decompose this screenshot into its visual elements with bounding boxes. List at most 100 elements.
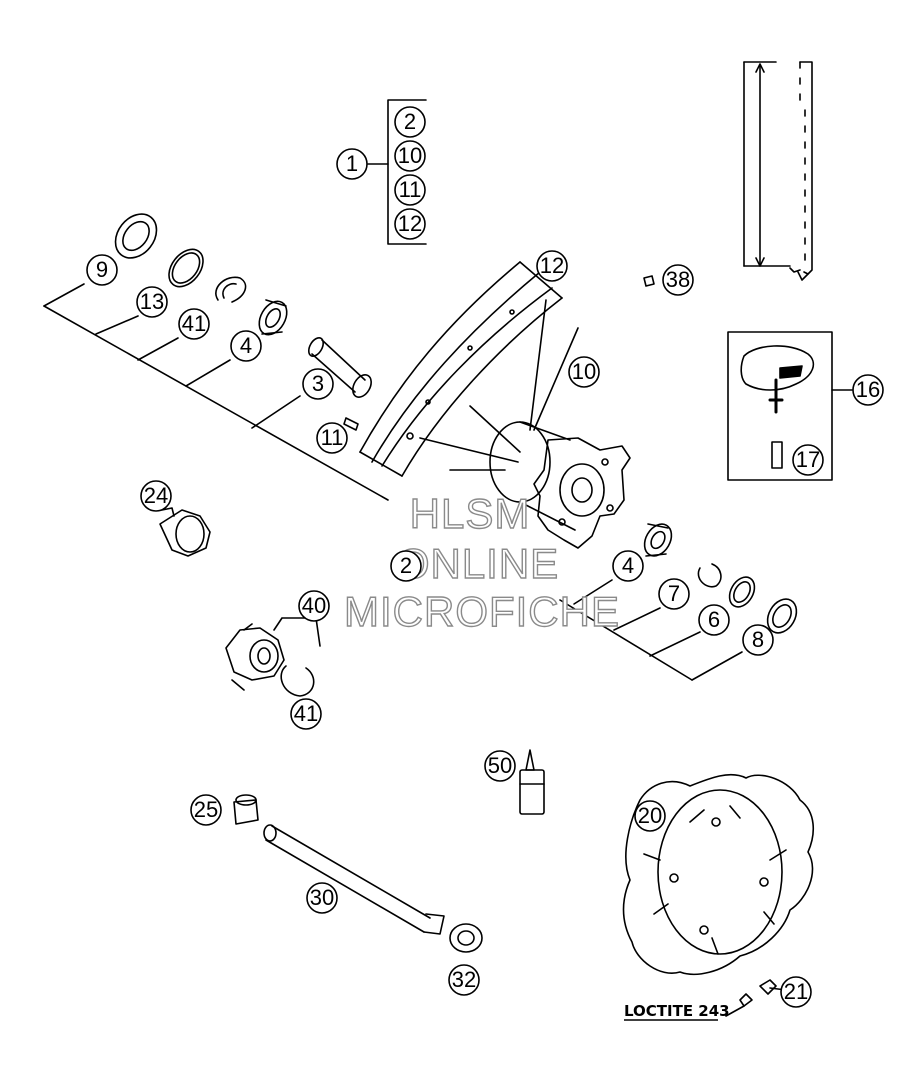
callout-circle <box>634 800 666 832</box>
callout-number: 38 <box>666 267 690 292</box>
part-callout-p41a: 41 <box>178 308 210 340</box>
callout-circle <box>306 882 338 914</box>
note-leader <box>725 1005 745 1017</box>
callout-circle <box>658 578 690 610</box>
part-callout-p38: 38 <box>662 264 694 296</box>
callout-number: 11 <box>399 177 422 202</box>
callout-number: 40 <box>302 593 326 618</box>
part-callout-p11b: 11 <box>316 422 348 454</box>
callout-circle <box>394 174 426 206</box>
part-callout-p24: 24 <box>140 480 172 512</box>
circlip-7 <box>697 563 722 588</box>
spokes-10 <box>419 299 579 471</box>
callout-number: 24 <box>144 483 168 508</box>
part-callout-p25: 25 <box>190 794 222 826</box>
watermark-line-1: HLSM <box>410 490 531 537</box>
part-callout-p9: 9 <box>86 254 118 286</box>
loctite-note: LOCTITE 243 <box>624 1002 730 1020</box>
callout-number: 11 <box>321 425 344 450</box>
part-callout-p2a: 2 <box>394 106 426 138</box>
callout-circle <box>698 604 730 636</box>
callout-number: 13 <box>140 289 164 314</box>
watermark-line-3: MICROFICHE <box>344 588 620 635</box>
callout-circle <box>390 550 422 582</box>
callout-number: 1 <box>346 151 358 176</box>
seal-9 <box>114 213 158 259</box>
callout-number: 12 <box>540 253 564 278</box>
watermark: HLSM ONLINE MICROFICHE <box>343 489 620 635</box>
callout-number: 32 <box>452 967 476 992</box>
part-callout-p32: 32 <box>448 964 480 996</box>
callout-circle <box>780 976 812 1008</box>
callout-number: 12 <box>398 211 422 236</box>
circlip-41-lower <box>280 665 315 697</box>
callout-circle <box>190 794 222 826</box>
callout-circle <box>484 750 516 782</box>
callout-circle <box>852 374 884 406</box>
speedo-drive-40 <box>225 617 321 691</box>
nut-25 <box>233 794 259 825</box>
callout-circle <box>536 250 568 282</box>
kit-bracket <box>367 99 427 245</box>
part-callout-p12a: 12 <box>394 208 426 240</box>
callout-number: 41 <box>294 701 318 726</box>
bearing-4-lower <box>643 523 673 557</box>
callout-number: 21 <box>784 979 808 1004</box>
part-callout-p12b: 12 <box>536 250 568 282</box>
callout-number: 41 <box>182 311 206 336</box>
part-callout-p30: 30 <box>306 882 338 914</box>
callout-circle <box>86 254 118 286</box>
part-callout-p50: 50 <box>484 750 516 782</box>
axle-30 <box>263 824 445 935</box>
callout-number: 16 <box>856 377 880 402</box>
part-callout-p20: 20 <box>634 800 666 832</box>
callout-number: 3 <box>312 371 324 396</box>
part-callout-p10a: 10 <box>394 140 426 172</box>
bolt-21 <box>739 979 787 1007</box>
callout-circle <box>302 368 334 400</box>
part-callout-p7: 7 <box>658 578 690 610</box>
part-callout-p16: 16 <box>852 374 884 406</box>
part-callout-p11a: 11 <box>394 174 426 206</box>
part-callout-p4b: 4 <box>612 550 644 582</box>
callout-circle <box>394 208 426 240</box>
callout-number: 50 <box>488 753 512 778</box>
callout-number: 8 <box>752 627 764 652</box>
valve-cap-38 <box>643 275 655 287</box>
part-callout-p40: 40 <box>298 590 330 622</box>
part-callout-p17: 17 <box>792 444 824 476</box>
callout-circle <box>742 624 774 656</box>
part-callout-p4a: 4 <box>230 330 262 362</box>
part-callout-p21: 21 <box>780 976 812 1008</box>
callout-circle <box>136 286 168 318</box>
part-callout-p13: 13 <box>136 286 168 318</box>
brake-disc-20 <box>622 773 815 976</box>
part-callout-p8: 8 <box>742 624 774 656</box>
rim-12 <box>359 261 563 477</box>
threadlock-bottle-50 <box>519 749 545 815</box>
spoke-gauge <box>743 61 813 281</box>
callout-number: 9 <box>96 257 108 282</box>
part-callout-p41b: 41 <box>290 698 322 730</box>
callout-circle <box>178 308 210 340</box>
callout-number: 17 <box>796 447 820 472</box>
callout-circle <box>612 550 644 582</box>
callout-circle <box>394 140 426 172</box>
callout-circle <box>230 330 262 362</box>
oring-13 <box>168 248 204 288</box>
nut-32 <box>449 923 483 953</box>
seal-8 <box>766 598 798 634</box>
callout-number: 25 <box>194 797 218 822</box>
callout-circle <box>448 964 480 996</box>
part-callout-p1: 1 <box>336 148 368 180</box>
part-callout-p10b: 10 <box>568 356 600 388</box>
part-callout-p6: 6 <box>698 604 730 636</box>
bearing-4-top <box>258 299 288 336</box>
callout-circle <box>336 148 368 180</box>
callout-number: 4 <box>622 553 634 578</box>
spacer-tube-3 <box>307 337 372 398</box>
callout-number: 2 <box>404 109 416 134</box>
part-callout-p3: 3 <box>302 368 334 400</box>
